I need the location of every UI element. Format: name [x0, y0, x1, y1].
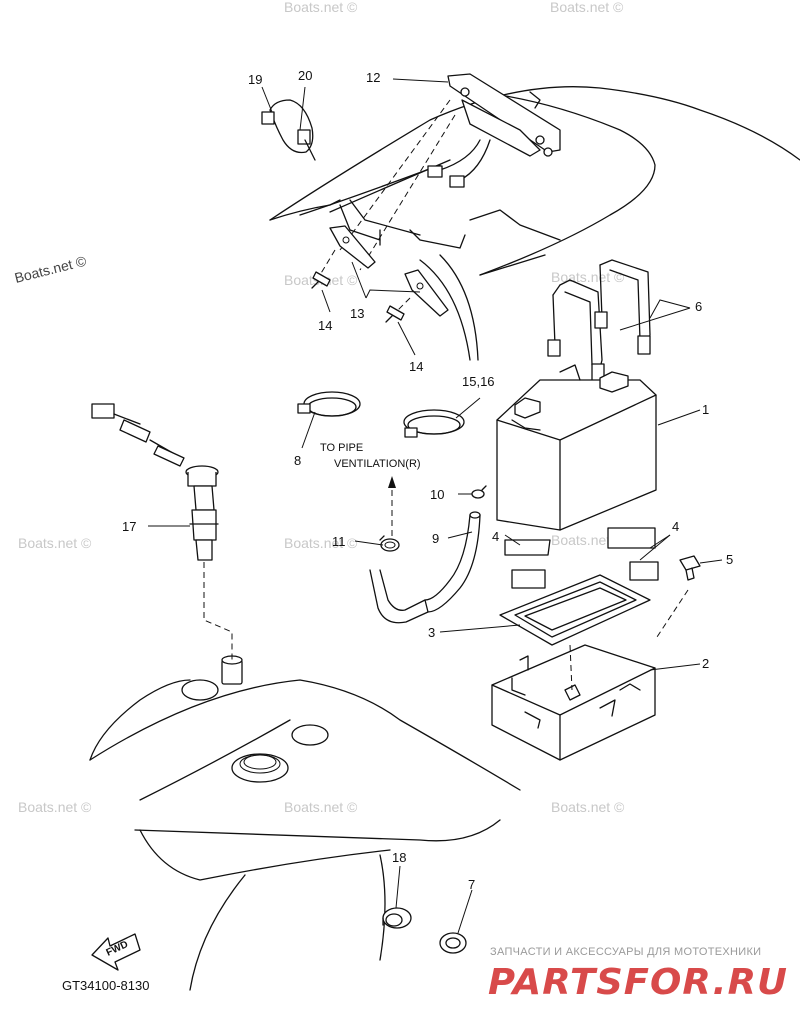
part-19-20-clamp: [261, 99, 316, 161]
callout-10: 10: [430, 487, 444, 502]
watermark: Boats.net ©: [551, 269, 625, 285]
watermark: Boats.net ©: [284, 0, 358, 15]
callout-6: 6: [695, 299, 702, 314]
callout-15-16: 15,16: [462, 374, 495, 389]
callout-8: 8: [294, 453, 301, 468]
callout-14b: 14: [409, 359, 423, 374]
callout-20: 20: [298, 68, 312, 83]
callout-2: 2: [702, 656, 709, 671]
brand-logo: PARTSFOR.RU: [488, 962, 788, 1003]
part-12-control-unit: [339, 73, 561, 271]
brand-tagline: ЗАПЧАСТИ И АКСЕССУАРЫ ДЛЯ МОТОТЕХНИКИ: [490, 946, 761, 958]
callout-5: 5: [726, 552, 733, 567]
callout-4a: 4: [492, 529, 499, 544]
watermark-dark: Boats.net ©: [13, 252, 89, 285]
leader-lines: [148, 78, 723, 934]
callout-14a: 14: [318, 318, 332, 333]
watermark: Boats.net ©: [18, 535, 92, 551]
part-1-battery: [496, 364, 657, 531]
callout-4b: 4: [672, 519, 679, 534]
part-15-16-band: [403, 409, 465, 438]
callout-1: 1: [702, 402, 709, 417]
callout-7: 7: [468, 877, 475, 892]
callout-13: 13: [350, 306, 364, 321]
callout-17: 17: [122, 519, 136, 534]
part-17-sender: [91, 403, 233, 660]
part-13-brackets: [319, 225, 449, 317]
part-2-battery-box: [491, 589, 689, 761]
watermark: Boats.net ©: [551, 799, 625, 815]
part-8-band: [297, 391, 361, 417]
watermark: Boats.net ©: [284, 799, 358, 815]
fwd-arrow: FWD: [91, 933, 141, 971]
callout-9: 9: [432, 531, 439, 546]
callout-11: 11: [332, 534, 346, 549]
callout-12: 12: [366, 70, 380, 85]
part-9-hose: [369, 511, 481, 624]
watermark: Boats.net ©: [551, 532, 625, 548]
callouts: 19 20 12 6 13 14 14 15,16 1 8 TO PIPE VE…: [122, 68, 733, 892]
part-5-bolt: [679, 555, 701, 581]
part-7-grommet: [439, 932, 467, 954]
part-6-battery-strap: [547, 259, 651, 386]
vent-note-line1: TO PIPE: [320, 442, 363, 454]
part-11-clip: [379, 535, 400, 552]
vent-arrow: [388, 476, 396, 536]
callout-3: 3: [428, 625, 435, 640]
callout-18: 18: [392, 850, 406, 865]
brand-block: ЗАПЧАСТИ И АКСЕССУАРЫ ДЛЯ МОТОТЕХНИКИ PA…: [488, 946, 788, 1003]
watermark: Boats.net ©: [284, 535, 358, 551]
part-18-grommet: [382, 907, 412, 929]
drawing-code: GT34100-8130: [62, 978, 149, 993]
vent-note-line2: VENTILATION(R): [334, 458, 421, 470]
watermark-layer: Boats.net © Boats.net © Boats.net © Boat…: [13, 0, 625, 815]
watermark: Boats.net ©: [550, 0, 624, 15]
part-3-gasket: [499, 574, 651, 646]
part-10-fitting: [471, 485, 487, 499]
callout-19: 19: [248, 72, 262, 87]
watermark: Boats.net ©: [18, 799, 92, 815]
part-4-pads: [504, 527, 659, 589]
part-14-screws: [311, 271, 405, 323]
